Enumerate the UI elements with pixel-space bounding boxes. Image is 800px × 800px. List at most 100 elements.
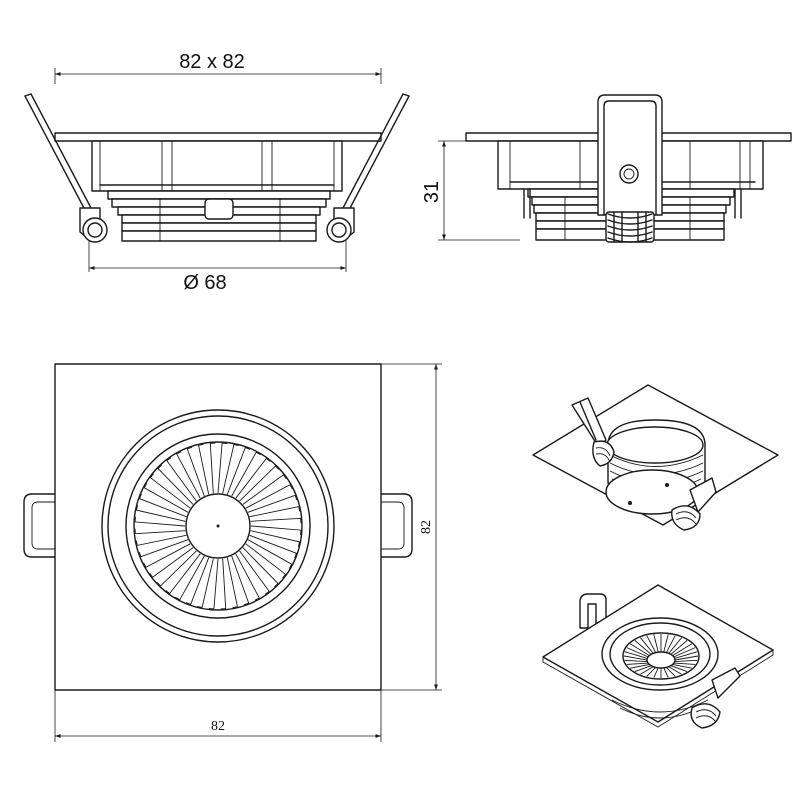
height-dimension-label: 31 [421,181,443,203]
reflector-facet [220,558,227,610]
iso-reflector-facet [668,666,682,675]
iso-reflector-facet [668,637,682,654]
reflector-facet [239,465,280,502]
reflector-facet [231,555,250,606]
iso-reflector-facet [624,651,648,659]
plan-height-dimension: 82 [381,363,442,691]
reflector-facet [208,558,219,610]
reflector-facet [247,494,298,513]
reflector-facet [175,555,205,601]
iso-reflector-facet [653,667,659,678]
iso-reflector-facet [634,640,652,655]
reflector-facet [176,451,201,499]
reflector-facet [235,553,260,601]
reflector-facet [249,506,301,518]
reflector-facet [197,558,214,609]
reflector-facet [226,557,238,609]
reflector-facet [186,446,205,497]
side-elevation-view: 31 [421,94,792,243]
reflector-facet [242,547,279,588]
reflector-facet [231,451,261,497]
reflector-facet [143,483,189,513]
pivot-screw [619,164,639,184]
reflector-facet [135,534,187,546]
iso-reflector-facet [623,655,648,661]
side-spring-bracket [597,94,663,216]
trim-flange [54,132,382,142]
iso-reflector-facet [663,667,669,678]
iso-reflector-facet [666,635,676,653]
iso-reflector-facet [646,667,656,677]
iso-reflector-facet [672,663,692,669]
reflector-facet [239,550,270,595]
reflector-facet [143,543,191,568]
iso-reflector-facet [630,663,650,669]
iso-reflector-facet [624,659,648,663]
reflector-facet [250,525,302,536]
plan-side-tab-left [23,493,56,558]
iso-reflector-facet [626,662,649,665]
outer-ring [101,409,335,643]
reflector-facet [249,534,297,559]
iso-reflector-facets [623,634,699,678]
width-dimension-label: 82 x 82 [179,51,245,73]
reflector-facet [222,443,239,494]
reflector-facet [149,547,194,578]
reflector-facet [139,493,187,518]
spring-clip-left [24,93,108,243]
reflector-facet [235,457,271,499]
height-dimension: 31 [421,140,520,241]
reflector-facet [135,505,186,522]
reflector-facet [185,557,210,605]
plan-side-tab-right [380,493,413,558]
plan-width-dimension: 82 [54,690,382,742]
iso-reflector-facet [673,662,696,665]
coil-spring [605,211,655,243]
reflector-facet [245,484,293,509]
iso-reflector-facet [653,634,659,653]
iso-reflector-facet [640,666,654,675]
reflector-facet [245,543,287,579]
reflector-facet [157,464,194,505]
reflector-facet [250,530,301,547]
reflector-facets [134,442,302,610]
reflector-facet [209,442,216,494]
reflector-facet [242,474,287,505]
reflector-facet [226,447,251,495]
plan-width-label: 82 [211,719,225,734]
diameter-dimension-label: Ø 68 [183,272,226,294]
reflector-facet [198,443,210,495]
iso-reflector-facet [674,651,698,659]
isometric-top-view [542,584,774,729]
reflector-facet [165,553,201,595]
iso-reflector-facet [646,635,656,653]
diameter-dimension: Ø 68 [88,240,347,294]
isometric-underside-view [532,384,779,531]
reflector-facet [217,442,228,494]
iso-reflector-facet [640,637,654,654]
reflector-facet [250,517,302,524]
housing-body [91,140,343,192]
iso-reflector-facet [666,667,676,677]
iso-reflector-facet [670,640,688,655]
front-elevation-view: 82 x 82 [24,51,410,294]
spring-clip-right [326,93,410,243]
heatsink-fins [107,190,331,242]
iso-reflector-facet [673,647,696,658]
plan-height-label: 82 [419,520,434,534]
iso-reflector-facet [672,643,693,656]
reflector-facet [156,550,197,587]
iso-reflector-facet [629,643,650,656]
width-dimension-top: 82 x 82 [54,51,382,84]
reflector-facet [134,516,186,527]
iso-reflector-facet [674,655,699,661]
reflector-facet [138,539,189,558]
iso-reflector-facet [670,665,688,673]
reflector-facet [149,473,191,509]
reflector-facet [247,539,293,569]
iso-reflector-facet [626,647,649,658]
iso-reflector-facet [674,659,698,663]
reflector-facet [134,528,186,535]
iso-reflector-facet [634,665,652,673]
